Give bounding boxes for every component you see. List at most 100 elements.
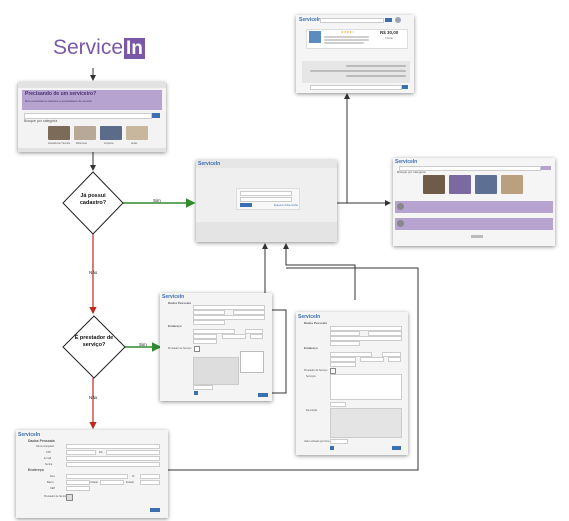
client-reg-input-number[interactable]: [140, 474, 160, 479]
detail-search-button[interactable]: [385, 18, 392, 22]
detail-message-input[interactable]: [310, 85, 402, 90]
detail-send-button[interactable]: [402, 85, 408, 89]
detail-review-line-3: [346, 75, 406, 77]
provider-detail-services-box[interactable]: [330, 374, 402, 400]
detail-reviews-panel: [302, 61, 410, 83]
category-photo-4[interactable]: [126, 126, 148, 140]
client-reg-label-password: Senha: [45, 463, 53, 466]
provider-reg-addr-4[interactable]: [222, 334, 246, 339]
edge-label-sim-1: Sim: [153, 198, 161, 203]
provider-reg-hour-field[interactable]: [193, 385, 213, 390]
client-reg-input-name[interactable]: [66, 444, 160, 449]
client-reg-input-street[interactable]: [66, 474, 128, 479]
provider-detail-addr-5[interactable]: [388, 357, 401, 362]
feed-card-2[interactable]: [395, 218, 553, 230]
provider-reg-field-5[interactable]: [193, 320, 225, 325]
provider-reg-description[interactable]: [193, 357, 239, 385]
provider-detail-hour-field[interactable]: [330, 402, 346, 407]
feed-photo-3[interactable]: [475, 175, 497, 194]
feed-section-title: Busque por categoria: [397, 170, 426, 174]
provider-detail-addr-1[interactable]: [330, 352, 372, 357]
client-reg-input-email[interactable]: [66, 456, 160, 461]
feed-card-1[interactable]: [395, 201, 553, 213]
client-reg-input-cep[interactable]: [66, 486, 90, 491]
feed-screenshot: ServiceIn Busque por categoria: [393, 158, 555, 246]
category-photo-1[interactable]: [48, 126, 70, 140]
client-reg-input-cpf[interactable]: [66, 450, 96, 455]
client-reg-provider-checkbox[interactable]: [66, 494, 73, 501]
provider-detail-field-2[interactable]: [330, 331, 360, 336]
provider-reg-field-2[interactable]: [193, 310, 225, 315]
login-forgot-link[interactable]: Esqueci minha senha: [274, 204, 298, 207]
detail-avatar-icon: [309, 31, 321, 43]
login-email-input[interactable]: [240, 191, 292, 196]
provider-reg-back-button[interactable]: [194, 391, 198, 395]
provider-detail-addr-6[interactable]: [330, 362, 356, 367]
provider-reg-field-1[interactable]: [193, 305, 265, 310]
provider-reg-check-label: Prestador de Serviço: [168, 347, 192, 350]
category-label-2: Reformas: [76, 142, 87, 145]
client-reg-label-number: Nº: [132, 475, 135, 478]
client-reg-input-city[interactable]: [100, 480, 124, 485]
home-heading: Precisando de um serviceiro?: [25, 91, 97, 97]
login-password-input[interactable]: [240, 197, 292, 202]
provider-detail-field-4[interactable]: [330, 336, 402, 341]
provider-detail-addr-4[interactable]: [360, 357, 384, 362]
provider-detail-addr-2[interactable]: [382, 352, 401, 357]
detail-search-input[interactable]: [320, 18, 384, 23]
client-reg-input-password[interactable]: [66, 462, 160, 467]
edge-regclient-login: [168, 267, 419, 471]
client-reg-input-state[interactable]: [140, 480, 160, 485]
provider-detail-check-label: Prestador de Serviço: [304, 369, 328, 372]
category-photo-3[interactable]: [100, 126, 122, 140]
client-reg-input-rg[interactable]: [106, 450, 160, 455]
feed-photo-1[interactable]: [423, 175, 445, 194]
provider-detail-field-3[interactable]: [368, 331, 402, 336]
provider-detail-field-5[interactable]: [330, 341, 360, 346]
provider-detail-hour-field-2[interactable]: [330, 439, 348, 444]
provider-detail-description-box[interactable]: [330, 408, 402, 438]
feed-search-button[interactable]: [541, 166, 551, 170]
provider-detail-field-1[interactable]: [330, 326, 402, 331]
logo-badge: In: [124, 38, 145, 59]
detail-text-line-1: [324, 36, 369, 38]
home-search-button[interactable]: [152, 113, 160, 118]
detail-user-avatar[interactable]: [395, 17, 401, 23]
feed-photo-2[interactable]: [449, 175, 471, 194]
client-reg-label-name: Nome Completo: [36, 445, 55, 448]
provider-reg-addr-5[interactable]: [250, 334, 263, 339]
client-reg-label-cep: CEP: [50, 487, 56, 490]
provider-reg-addr-2[interactable]: [245, 329, 263, 334]
provider-reg-field-3[interactable]: [233, 310, 265, 315]
home-footer: [18, 148, 166, 152]
category-label-1: Assistência Técnica: [48, 142, 71, 145]
provider-reg-submit-button[interactable]: [258, 393, 268, 397]
provider-reg-addr-1[interactable]: [193, 329, 235, 334]
provider-reg-addr-6[interactable]: [193, 339, 217, 344]
provider-reg-section-address: Endereço: [168, 324, 182, 328]
feed-search-input[interactable]: [399, 166, 541, 171]
client-reg-submit-button[interactable]: [150, 508, 160, 512]
category-photo-2[interactable]: [74, 126, 96, 140]
provider-registration-detail-screenshot: ServiceIn Dados Pessoais Endereço Presta…: [296, 312, 408, 455]
provider-detail-submit-button[interactable]: [392, 446, 401, 450]
feed-card-2-avatar: [397, 220, 404, 227]
provider-detail-checkbox[interactable]: [330, 368, 336, 374]
feed-photo-4[interactable]: [501, 175, 523, 194]
client-reg-label-rg: RG: [99, 451, 103, 454]
provider-reg-addr-3[interactable]: [193, 334, 217, 339]
client-reg-input-district[interactable]: [66, 480, 90, 485]
login-submit-button[interactable]: [240, 203, 252, 207]
client-reg-section-personal: Dados Pessoais: [28, 439, 55, 443]
provider-detail-addr-3[interactable]: [330, 357, 356, 362]
provider-reg-checkbox[interactable]: [194, 346, 200, 352]
provider-detail-hour-label: Valor cobrado por hora: [304, 440, 330, 443]
home-search-input[interactable]: [24, 113, 152, 119]
provider-detail-back-button[interactable]: [330, 446, 334, 450]
feed-card-1-avatar: [397, 203, 404, 210]
provider-reg-services-list[interactable]: [240, 351, 264, 373]
login-brand: ServiceIn: [198, 161, 221, 167]
edge-label-nao-1: Não: [89, 270, 98, 275]
feed-pagination[interactable]: [471, 235, 483, 238]
provider-reg-field-4[interactable]: [193, 315, 265, 320]
